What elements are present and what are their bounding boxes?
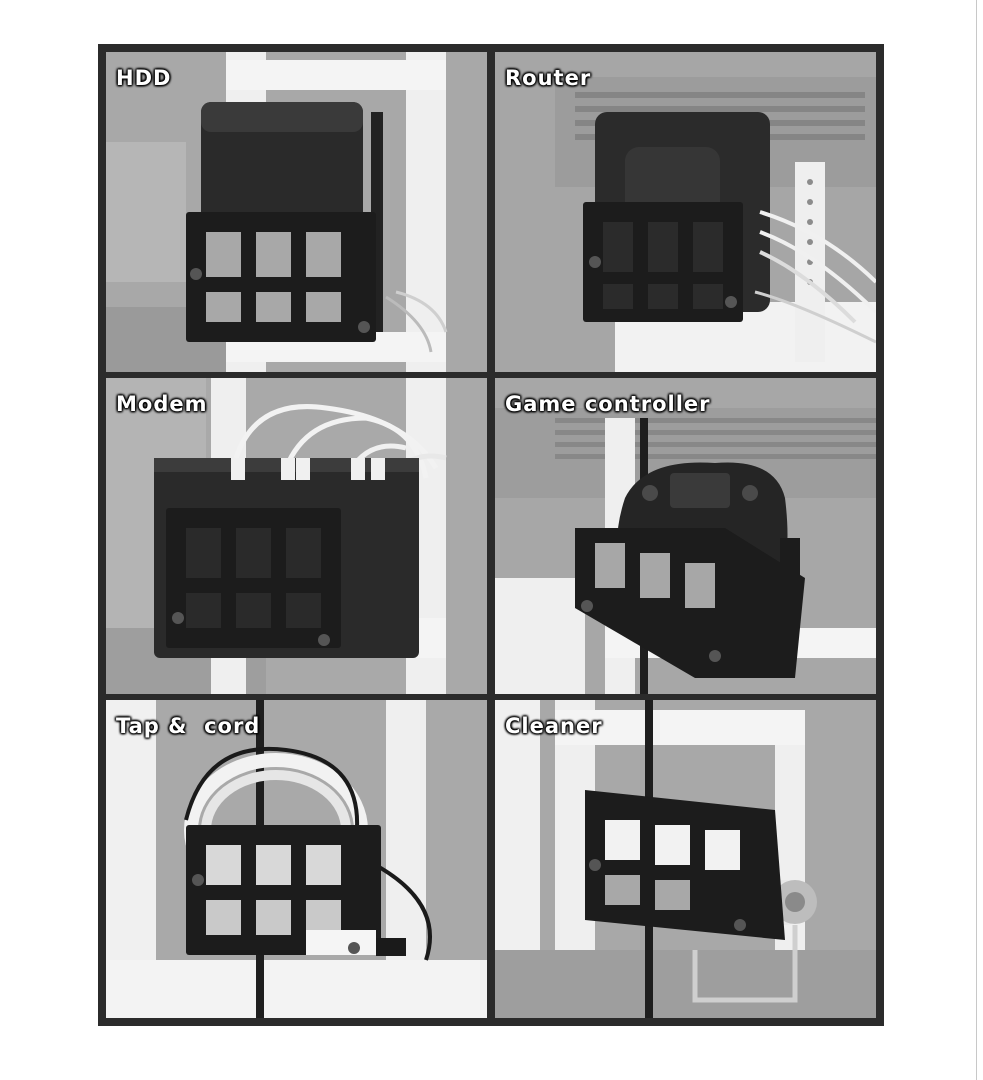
panel-label-cleaner: Cleaner [505, 714, 603, 738]
page-edge-line [976, 0, 977, 1080]
game-controller-photo [495, 378, 876, 694]
cleaner-photo [495, 700, 876, 1018]
hdd-photo [106, 52, 487, 372]
panel-label-tap-and-cord: Tap & cord [116, 714, 261, 738]
panel-game-controller: Game controller [495, 378, 876, 694]
tap-and-cord-photo [106, 700, 487, 1018]
panel-cleaner: Cleaner [495, 700, 876, 1018]
panel-label-hdd: HDD [116, 66, 172, 90]
panel-label-game-controller: Game controller [505, 392, 711, 416]
panel-label-modem: Modem [116, 392, 208, 416]
panel-modem: Modem [106, 378, 487, 694]
product-photo-grid: HDD [98, 44, 884, 1026]
modem-photo [106, 378, 487, 694]
panel-hdd: HDD [106, 52, 487, 372]
panel-label-router: Router [505, 66, 592, 90]
router-photo [495, 52, 876, 372]
panel-tap-and-cord: Tap & cord [106, 700, 487, 1018]
panel-router: Router [495, 52, 876, 372]
